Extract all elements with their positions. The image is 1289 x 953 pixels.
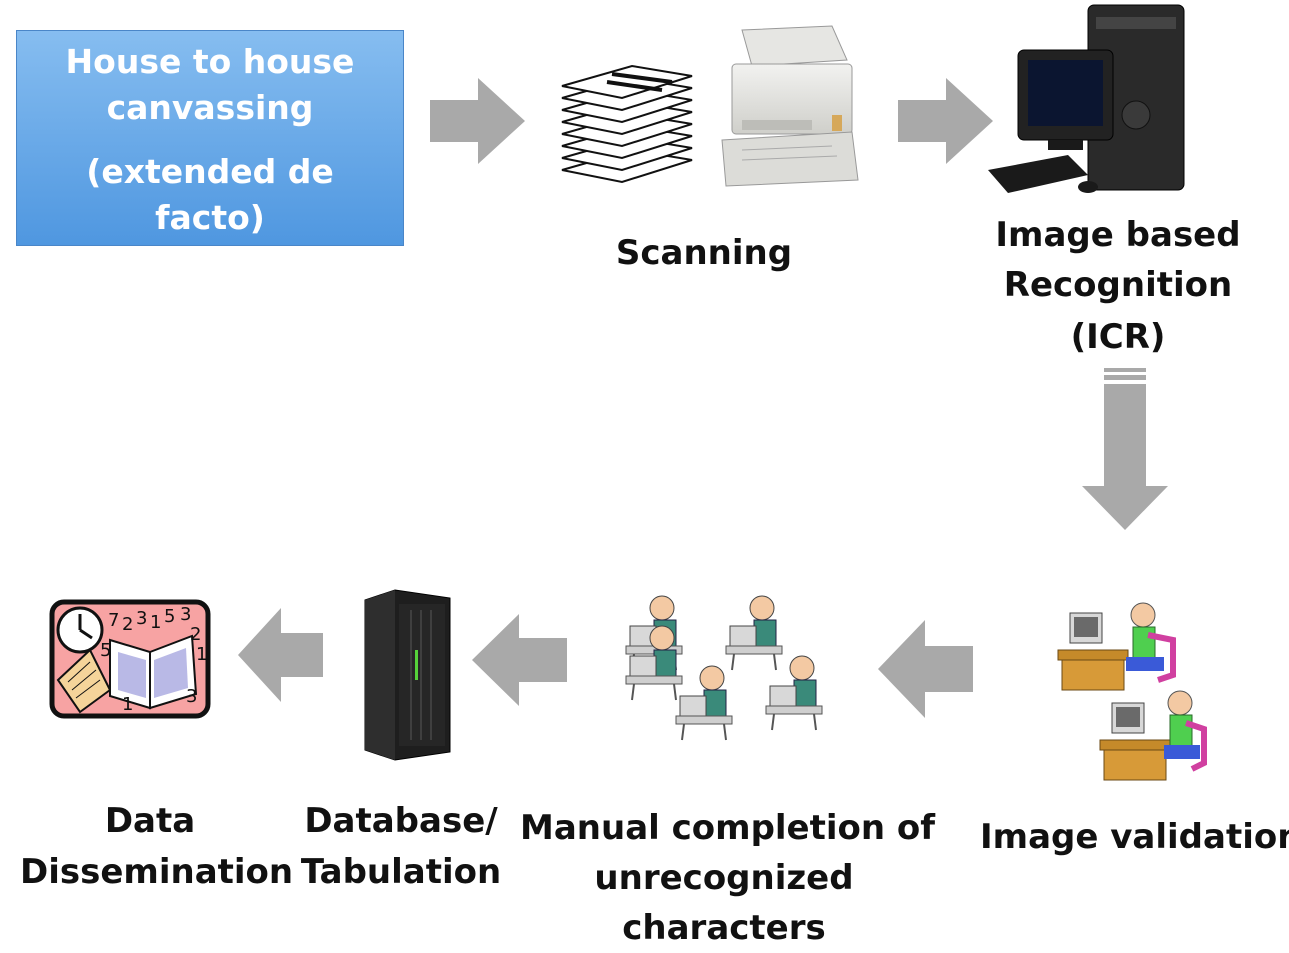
svg-text:7: 7: [108, 610, 119, 631]
svg-text:3: 3: [186, 686, 197, 707]
svg-text:1: 1: [196, 644, 207, 665]
label-scanning: Scanning: [615, 233, 793, 273]
arrow-down: [1082, 368, 1168, 530]
label-recognition-line-3: (ICR): [1070, 317, 1166, 357]
svg-text:5: 5: [164, 606, 175, 627]
group-of-operators-icon: [625, 595, 823, 741]
label-manual-line-1: Manual completion of: [520, 808, 936, 848]
arrow-left-1: [878, 620, 973, 718]
start-box-canvassing: House to house canvassing (extended de f…: [16, 30, 404, 246]
label-manual-line-3: characters: [622, 908, 826, 948]
label-database-line-2: Tabulation: [300, 852, 502, 892]
data-dissemination-icon: 7 2 3 1 5 3 2 1 3 5 1: [49, 599, 211, 719]
label-recognition-line-2: Recognition: [1003, 265, 1233, 305]
label-dissemination-line-1: Data: [104, 801, 196, 841]
canvassing-line-3: (extended de: [86, 152, 334, 191]
arrow-right-2: [898, 78, 993, 164]
arrow-right-1: [430, 78, 525, 164]
svg-text:3: 3: [180, 604, 191, 625]
svg-text:5: 5: [100, 640, 111, 661]
svg-text:1: 1: [150, 612, 161, 633]
svg-text:2: 2: [122, 614, 133, 635]
svg-text:1: 1: [122, 694, 133, 715]
arrow-left-2: [472, 614, 567, 706]
scanner-icon: [721, 25, 859, 187]
paper-stack-icon: [561, 64, 693, 184]
label-dissemination-line-2: Dissemination: [20, 852, 294, 892]
operators-at-desks-icon: [1057, 602, 1207, 781]
svg-text:3: 3: [136, 608, 147, 629]
label-recognition-line-1: Image based: [995, 215, 1241, 255]
arrow-left-3: [238, 608, 323, 702]
svg-text:2: 2: [190, 624, 201, 645]
canvassing-line-4: facto): [155, 198, 265, 237]
canvassing-line-2: canvassing: [106, 88, 314, 127]
label-manual-line-2: unrecognized: [594, 858, 854, 898]
label-validation: Image validation: [980, 817, 1289, 857]
server-tower-icon: [364, 589, 451, 761]
computer-icon: [988, 4, 1185, 193]
label-database-line-1: Database/: [304, 801, 498, 841]
canvassing-line-1: House to house: [65, 42, 355, 81]
